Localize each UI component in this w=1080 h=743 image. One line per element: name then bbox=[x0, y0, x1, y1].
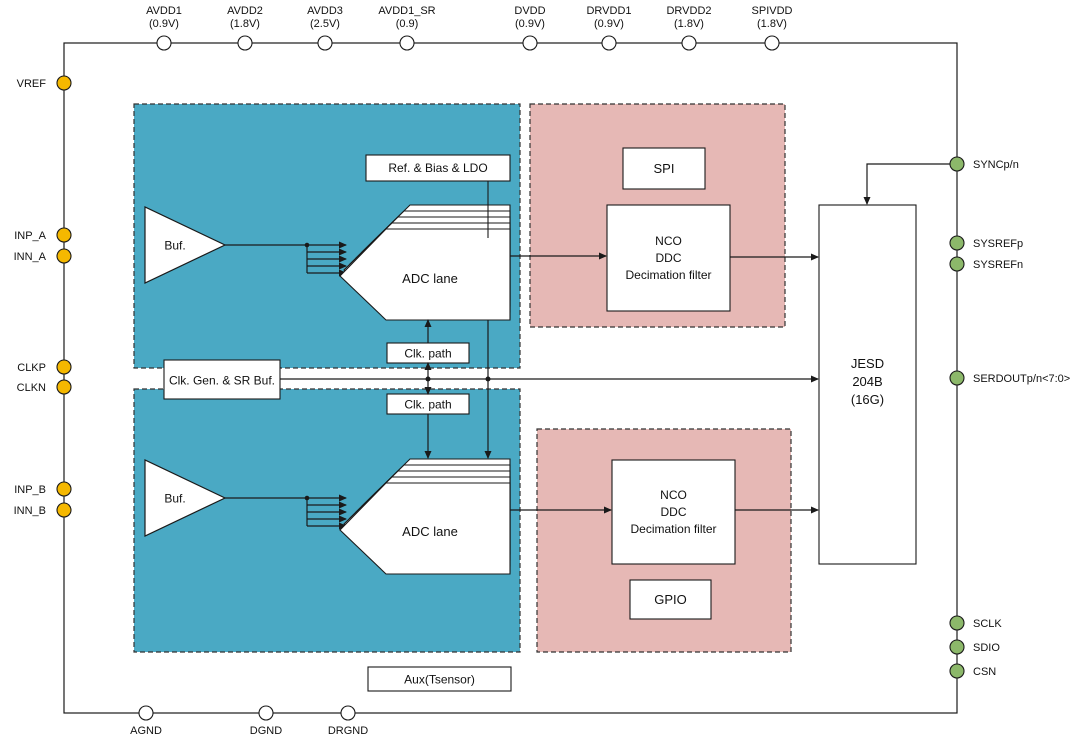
clk-path-a-label: Clk. path bbox=[404, 347, 451, 361]
pin-dgnd bbox=[258, 705, 274, 721]
pin-avdd1-sr-name: AVDD1_SR bbox=[378, 5, 435, 17]
pin-drvdd1-name: DRVDD1 bbox=[586, 5, 631, 17]
pin-vref bbox=[56, 75, 72, 91]
nco-b-label: NCO bbox=[660, 488, 687, 502]
pin-clkp-name: CLKP bbox=[17, 362, 46, 374]
ddc-b-label: DDC bbox=[661, 505, 687, 519]
pin-avdd1-sr-voltage: (0.9) bbox=[396, 18, 419, 30]
pin-inn-a bbox=[56, 248, 72, 264]
gpio-label: GPIO bbox=[654, 592, 687, 607]
pin-sysrefn bbox=[949, 256, 965, 272]
pin-dvdd bbox=[522, 35, 538, 51]
pin-spivdd-name: SPIVDD bbox=[752, 5, 793, 17]
jesd-block bbox=[818, 204, 917, 565]
spi-label: SPI bbox=[654, 161, 675, 176]
ddc-a-label: DDC bbox=[656, 251, 682, 265]
pin-csn bbox=[949, 663, 965, 679]
pin-avdd1-voltage: (0.9V) bbox=[149, 18, 179, 30]
aux-tsensor-block bbox=[367, 666, 512, 692]
pin-serdoutp-n-7-0 bbox=[949, 370, 965, 386]
pin-drgnd-name: DRGND bbox=[328, 725, 368, 737]
fanout-wires-b bbox=[307, 494, 347, 530]
pin-inn-b bbox=[56, 502, 72, 518]
pin-inn-b-name: INN_B bbox=[14, 505, 46, 517]
jesd-rate-label: (16G) bbox=[851, 392, 884, 407]
clk-path-b-label: Clk. path bbox=[404, 398, 451, 412]
ref-bias-ldo-block bbox=[365, 154, 511, 182]
pin-clkn bbox=[56, 379, 72, 395]
pin-sdio bbox=[949, 639, 965, 655]
pin-inp-b-name: INP_B bbox=[14, 484, 46, 496]
pin-agnd-name: AGND bbox=[130, 725, 162, 737]
clk-gen-label: Clk. Gen. & SR Buf. bbox=[169, 374, 275, 388]
pin-drvdd2-name: DRVDD2 bbox=[666, 5, 711, 17]
pin-avdd1-name: AVDD1 bbox=[146, 5, 182, 17]
adc-lane-a-label: ADC lane bbox=[402, 271, 458, 286]
pin-agnd bbox=[138, 705, 154, 721]
clk-gen-block bbox=[163, 359, 281, 400]
pin-avdd3-voltage: (2.5V) bbox=[310, 18, 340, 30]
pin-sysrefp bbox=[949, 235, 965, 251]
pin-syncp-n-name: SYNCp/n bbox=[973, 159, 1019, 171]
spi-block bbox=[622, 147, 706, 190]
buffer-a-label: Buf. bbox=[164, 239, 185, 253]
pin-drvdd1-voltage: (0.9V) bbox=[594, 18, 624, 30]
nco-ddc-a-block bbox=[606, 204, 731, 312]
adc-lane-stack-a bbox=[339, 204, 511, 321]
pin-sclk-name: SCLK bbox=[973, 618, 1002, 630]
pin-syncp-n bbox=[949, 156, 965, 172]
pin-sysrefn-name: SYSREFn bbox=[973, 259, 1023, 271]
buffer-b bbox=[144, 459, 227, 537]
pin-avdd3-name: AVDD3 bbox=[307, 5, 343, 17]
pin-clkp bbox=[56, 359, 72, 375]
nco-a-label: NCO bbox=[655, 234, 682, 248]
fanout-wires-a bbox=[307, 241, 347, 277]
pin-csn-name: CSN bbox=[973, 666, 996, 678]
adc-lane-stack-b bbox=[339, 458, 511, 575]
pin-drvdd2-voltage: (1.8V) bbox=[674, 18, 704, 30]
pin-clkn-name: CLKN bbox=[17, 382, 46, 394]
pin-vref-name: VREF bbox=[17, 78, 47, 90]
jesd-label: JESD bbox=[851, 356, 884, 371]
decimation-b-label: Decimation filter bbox=[630, 522, 716, 536]
pin-inp-b bbox=[56, 481, 72, 497]
pin-inn-a-name: INN_A bbox=[14, 251, 47, 263]
pin-spivdd-voltage: (1.8V) bbox=[757, 18, 787, 30]
pin-avdd2 bbox=[237, 35, 253, 51]
buffer-b-label: Buf. bbox=[164, 492, 185, 506]
pin-avdd3 bbox=[317, 35, 333, 51]
pin-dvdd-name: DVDD bbox=[514, 5, 545, 17]
pin-avdd2-name: AVDD2 bbox=[227, 5, 263, 17]
jesd-standard-label: 204B bbox=[852, 374, 882, 389]
aux-tsensor-label: Aux(Tsensor) bbox=[404, 673, 475, 687]
pin-sdio-name: SDIO bbox=[973, 642, 1000, 654]
pin-dgnd-name: DGND bbox=[250, 725, 282, 737]
pin-avdd1-sr bbox=[399, 35, 415, 51]
decimation-a-label: Decimation filter bbox=[625, 268, 711, 282]
pin-drvdd2 bbox=[681, 35, 697, 51]
pin-sysrefp-name: SYSREFp bbox=[973, 238, 1023, 250]
pin-dvdd-voltage: (0.9V) bbox=[515, 18, 545, 30]
pin-sclk bbox=[949, 615, 965, 631]
pin-spivdd bbox=[764, 35, 780, 51]
pin-avdd1 bbox=[156, 35, 172, 51]
ref-bias-ldo-label: Ref. & Bias & LDO bbox=[388, 161, 487, 175]
pin-avdd2-voltage: (1.8V) bbox=[230, 18, 260, 30]
nco-ddc-b-block bbox=[611, 459, 736, 565]
adc-lane-b-label: ADC lane bbox=[402, 524, 458, 539]
pin-drgnd bbox=[340, 705, 356, 721]
pin-inp-a bbox=[56, 227, 72, 243]
buffer-a bbox=[144, 206, 227, 284]
pin-serdoutp-n-7-0-name: SERDOUTp/n<7:0> bbox=[973, 373, 1070, 385]
pin-inp-a-name: INP_A bbox=[14, 230, 46, 242]
pin-drvdd1 bbox=[601, 35, 617, 51]
gpio-block bbox=[629, 579, 712, 620]
